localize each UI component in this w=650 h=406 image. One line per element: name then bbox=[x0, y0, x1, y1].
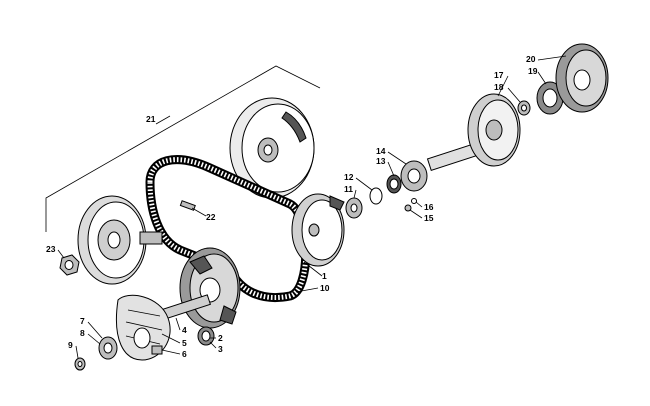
housing-17 bbox=[467, 93, 521, 167]
drive-belt bbox=[145, 155, 311, 302]
washer-9 bbox=[74, 357, 86, 371]
driven-clutch-sheave bbox=[229, 97, 315, 199]
clip-6 bbox=[151, 345, 163, 355]
callout-15: 15 bbox=[424, 213, 434, 223]
callout-19: 19 bbox=[528, 66, 538, 76]
callout-20: 20 bbox=[526, 54, 536, 64]
housing-20 bbox=[555, 43, 609, 113]
callout-23: 23 bbox=[46, 244, 56, 254]
bearing-11 bbox=[345, 197, 363, 219]
callout-21: 21 bbox=[146, 114, 156, 124]
callout-18: 18 bbox=[494, 82, 504, 92]
bearing-14 bbox=[400, 160, 428, 192]
group-bracket bbox=[45, 65, 321, 232]
pin-22 bbox=[179, 200, 196, 211]
leader-lines bbox=[57, 55, 567, 359]
callout-1: 1 bbox=[322, 271, 327, 281]
bearing-18 bbox=[517, 100, 531, 116]
callout-3: 3 bbox=[218, 344, 223, 354]
callout-4: 4 bbox=[182, 325, 187, 335]
callout-22: 22 bbox=[206, 212, 216, 222]
bushing-7-8 bbox=[98, 336, 118, 360]
callout-2: 2 bbox=[218, 333, 223, 343]
callout-10: 10 bbox=[320, 283, 330, 293]
snap-ring-12 bbox=[369, 187, 383, 205]
callout-9: 9 bbox=[68, 340, 73, 350]
callout-12: 12 bbox=[344, 172, 354, 182]
drive-clutch bbox=[179, 247, 241, 329]
callout-5: 5 bbox=[182, 338, 187, 348]
fan-sheave-1 bbox=[291, 193, 345, 267]
drive-plate bbox=[77, 195, 163, 285]
callout-8: 8 bbox=[80, 328, 85, 338]
screw-15-16 bbox=[404, 198, 417, 212]
nut-23 bbox=[59, 254, 80, 276]
callout-13: 13 bbox=[376, 156, 386, 166]
spider-5 bbox=[115, 294, 171, 361]
callout-labels: 1 2 3 4 5 6 7 8 9 10 11 12 13 14 15 16 1… bbox=[46, 54, 538, 359]
callout-6: 6 bbox=[182, 349, 187, 359]
callout-14: 14 bbox=[376, 146, 386, 156]
callout-17: 17 bbox=[494, 70, 504, 80]
gear-19 bbox=[536, 81, 564, 115]
leader-21 bbox=[155, 115, 171, 125]
bearing-2-3 bbox=[197, 326, 215, 346]
seal-13 bbox=[386, 174, 402, 194]
callout-16: 16 bbox=[424, 202, 434, 212]
callout-7: 7 bbox=[80, 316, 85, 326]
callout-11: 11 bbox=[344, 184, 353, 194]
